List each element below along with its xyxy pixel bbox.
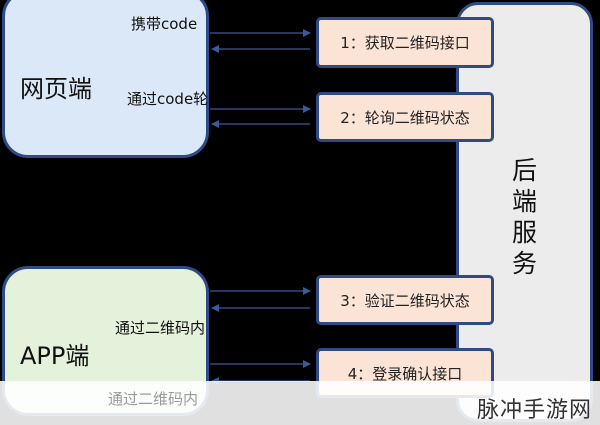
backend-title-char: 端 <box>511 187 537 216</box>
edge-label-poll-by-code: 通过code轮 <box>127 90 209 108</box>
backend-title-char: 服 <box>511 218 537 247</box>
edge-label-verify-qr: 通过二维码内 <box>115 319 206 337</box>
backend-title-char: 务 <box>511 249 537 278</box>
api-get-qrcode: 1：获取二维码接口 <box>316 17 494 68</box>
footer-overlay <box>0 381 600 425</box>
backend-title: 后 端 服 务 <box>459 155 590 279</box>
web-client-title: 网页端 <box>20 75 92 103</box>
site-watermark: 脉冲手游网 <box>476 398 592 423</box>
api-verify-qrcode-status: 3：验证二维码状态 <box>316 275 494 325</box>
backend-title-char: 后 <box>511 156 537 185</box>
api-poll-qrcode-status: 2：轮询二维码状态 <box>316 92 494 142</box>
edge-label-confirm-qr: 通过二维码内 <box>108 390 199 408</box>
edge-label-carry-code: 携带code <box>131 15 198 33</box>
app-client-title: APP端 <box>20 342 90 370</box>
web-client-box: 网页端 <box>2 0 209 158</box>
